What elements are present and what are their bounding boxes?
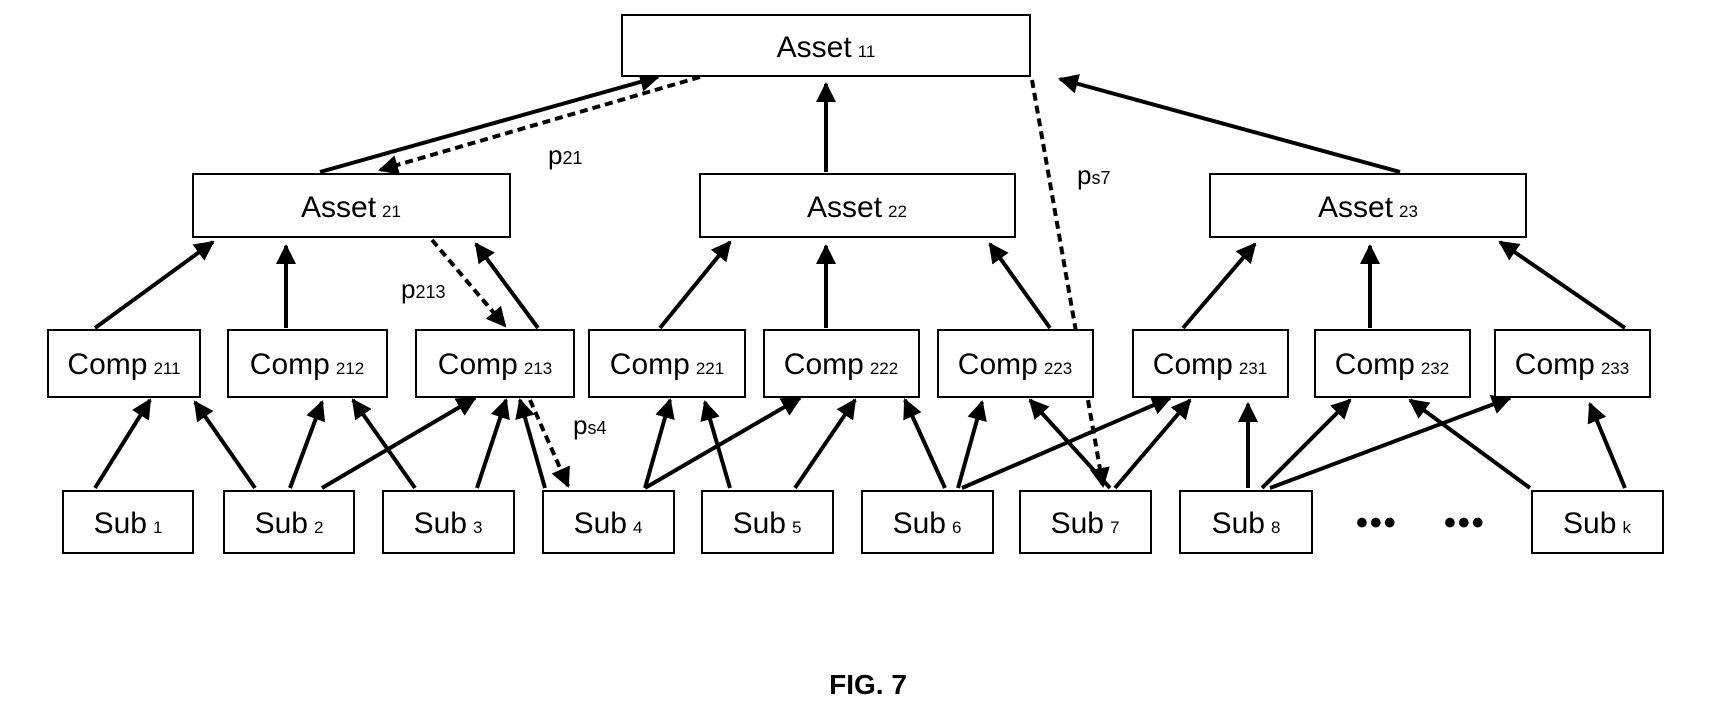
node-asset-11: Asset11 [622,15,1030,76]
edge-comp231-to-asset23 [1183,244,1255,328]
edge-sub3-to-comp213 [477,400,506,488]
edges-dashed [380,77,1103,486]
edge-sub5-to-comp222 [795,400,855,488]
edge-comp211-to-asset21 [95,242,213,328]
node-asset-23: Asset23 [1210,174,1526,237]
edge-sub4-to-comp213 [520,400,545,488]
node-asset-22: Asset22 [700,174,1015,237]
label-ps4: ps4 [573,410,606,440]
edge-sub6-to-comp223 [958,402,982,488]
edge-sub5-to-comp221 [705,402,730,488]
node-comp-211: Comp211 [48,330,200,397]
node-comp-233: Comp233 [1495,330,1650,397]
figure-caption: FIG. 7 [829,669,907,700]
node-sub-k: Subk [1532,491,1663,553]
edge-asset23-to-asset11 [1060,79,1400,172]
node-comp-221: Comp221 [589,330,745,397]
path-p21 [380,77,700,170]
node-comp-223: Comp223 [938,330,1093,397]
node-sub-1: Sub1 [63,491,193,553]
node-comp-231: Comp231 [1133,330,1288,397]
ellipsis-1: ••• [1356,504,1398,542]
node-asset-21: Asset21 [193,174,510,237]
nodes-layer: Asset11 Asset21 Asset22 Asset23 Comp211 … [48,15,1663,553]
label-p21: p21 [548,140,583,170]
label-p213: p213 [401,274,446,304]
edge-subk-to-comp233 [1590,404,1625,488]
edge-comp223-to-asset22 [990,244,1050,328]
edge-sub6-to-comp222 [905,400,945,488]
edge-sub7-to-comp223 [1030,400,1110,488]
node-comp-213: Comp213 [416,330,574,397]
edge-comp221-to-asset22 [660,242,730,328]
edge-sub1-to-comp211 [95,400,150,488]
label-ps7: ps7 [1077,160,1110,190]
edge-comp213-to-asset21 [476,244,538,328]
edge-sub2-to-comp213 [322,398,475,488]
edge-asset21-to-asset11 [320,77,658,172]
path-ps4 [530,400,568,486]
node-sub-4: Sub4 [543,491,674,553]
edge-comp233-to-asset23 [1500,242,1625,328]
node-sub-3: Sub3 [383,491,514,553]
node-comp-232: Comp232 [1315,330,1470,397]
edges-solid [95,77,1625,488]
edge-sub6-to-comp231 [962,398,1170,488]
path-ps7 [1032,80,1103,486]
node-comp-222: Comp222 [764,330,919,397]
edge-sub7-to-comp231 [1115,400,1190,488]
node-sub-2: Sub2 [224,491,354,553]
ellipsis-2: ••• [1444,504,1486,542]
edge-sub2-to-comp212 [290,402,322,488]
edge-sub3-to-comp212 [353,400,415,488]
node-sub-6: Sub6 [862,491,993,553]
node-sub-5: Sub5 [702,491,833,553]
node-sub-7: Sub7 [1020,491,1151,553]
node-comp-212: Comp212 [228,330,387,397]
node-sub-8: Sub8 [1180,491,1312,553]
edge-sub2-to-comp211 [195,402,255,488]
